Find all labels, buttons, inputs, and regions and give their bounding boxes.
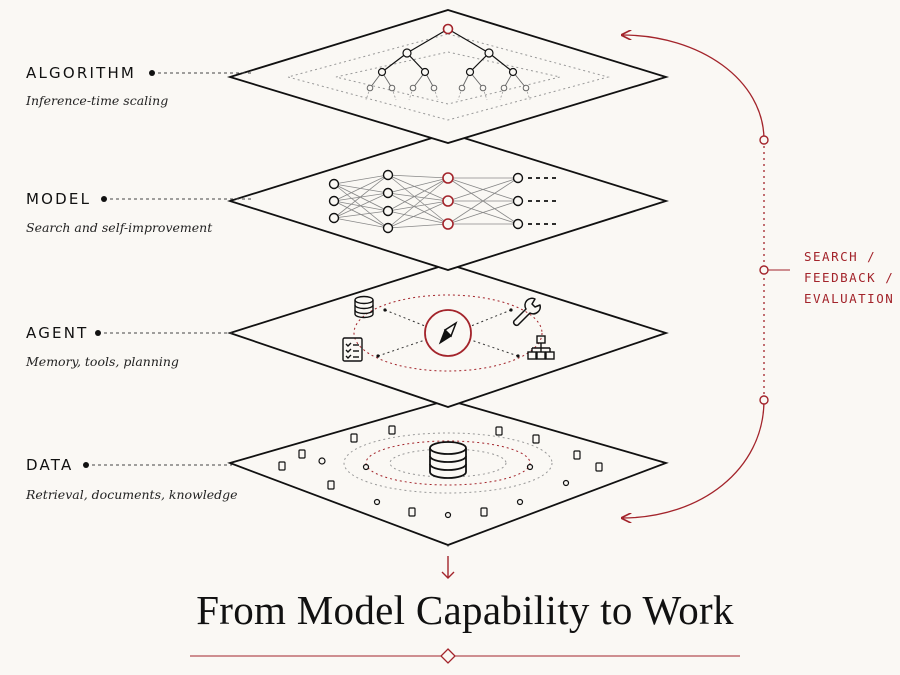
layer-subtitle-model: Search and self-improvement [26,220,213,235]
leader-dot [149,70,155,76]
layer-label-agent: AGENT [26,324,89,342]
layer-label-algorithm: ALGORITHM [26,64,137,82]
model-layer [226,132,670,271]
loop-label-search: SEARCH / [804,249,877,264]
title-rule [190,648,740,664]
hierarchy-icon [527,335,555,360]
layer-subtitle-agent: Memory, tools, planning [26,354,179,369]
down-arrow [441,556,455,579]
data-layer [227,399,669,546]
loop-label-feedback: FEEDBACK / [804,270,895,285]
compass-icon [424,309,472,357]
layer-subtitle-algorithm: Inference-time scaling [26,93,169,108]
page-title: From Model Capability to Work [196,587,734,633]
label-leaders [92,72,252,466]
leader-dot [83,462,89,468]
layer-label-data: DATA [26,456,74,474]
leader-dot [95,330,101,336]
database-icon [429,441,467,479]
tree-icon [365,23,531,101]
wrench-icon [512,297,541,327]
database-icon [354,295,374,319]
leader-dot [101,196,107,202]
agent-layer [227,263,669,408]
loop-label-evaluation: EVALUATION [804,291,895,306]
layer-label-model: MODEL [26,190,92,208]
algorithm-layer [226,9,670,144]
neural-network-icon [328,169,556,234]
layer-subtitle-data: Retrieval, documents, knowledge [26,487,238,502]
feedback-loop [622,35,790,518]
checklist-icon [342,337,363,362]
